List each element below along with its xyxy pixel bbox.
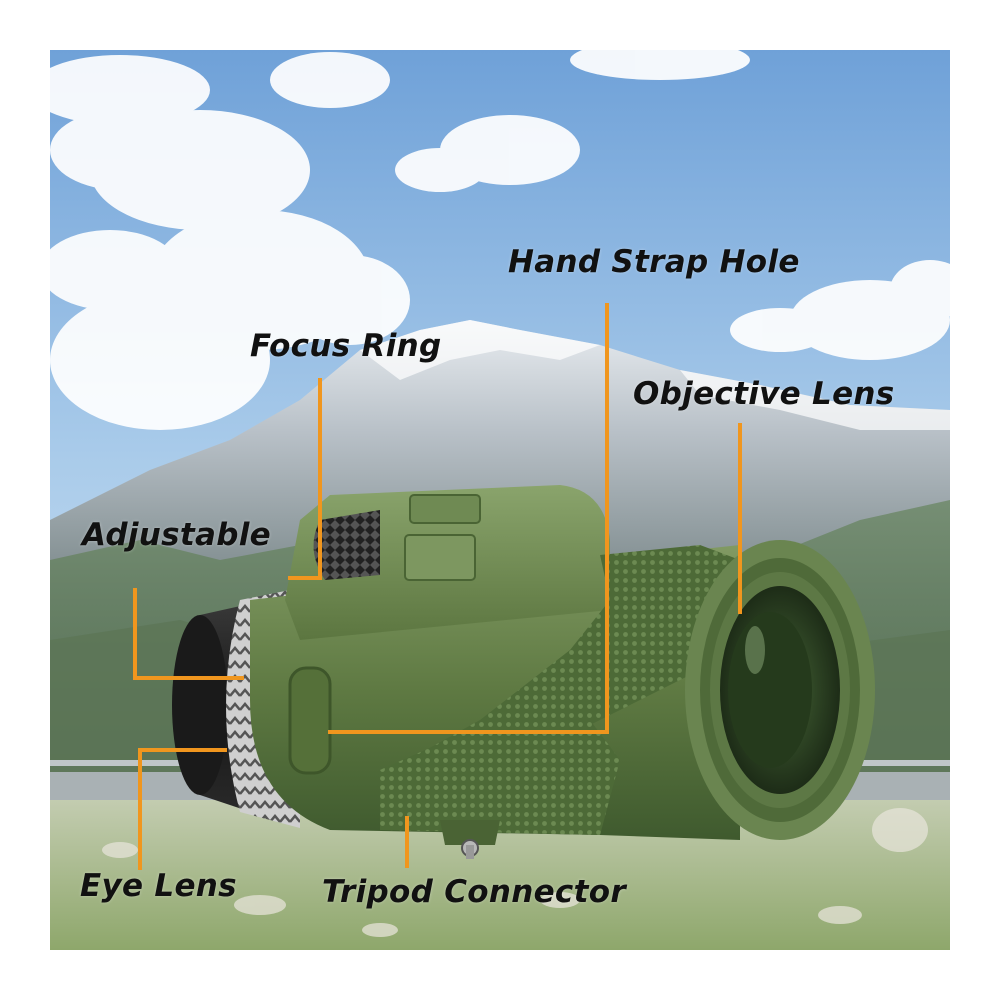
leader-lines xyxy=(133,303,742,870)
leader-adjustable xyxy=(133,588,244,680)
label-focus-ring: Focus Ring xyxy=(250,328,442,364)
label-objective-lens: Objective Lens xyxy=(633,376,895,412)
label-hand-strap-hole: Hand Strap Hole xyxy=(508,244,800,280)
label-tripod-connector: Tripod Connector xyxy=(322,874,626,910)
label-adjustable: Adjustable xyxy=(82,517,271,553)
leader-eye-lens xyxy=(138,748,227,870)
label-eye-lens: Eye Lens xyxy=(80,868,237,904)
monocular xyxy=(172,485,875,859)
leader-focus-ring xyxy=(288,378,322,580)
leader-hand-strap-hole xyxy=(328,303,609,734)
